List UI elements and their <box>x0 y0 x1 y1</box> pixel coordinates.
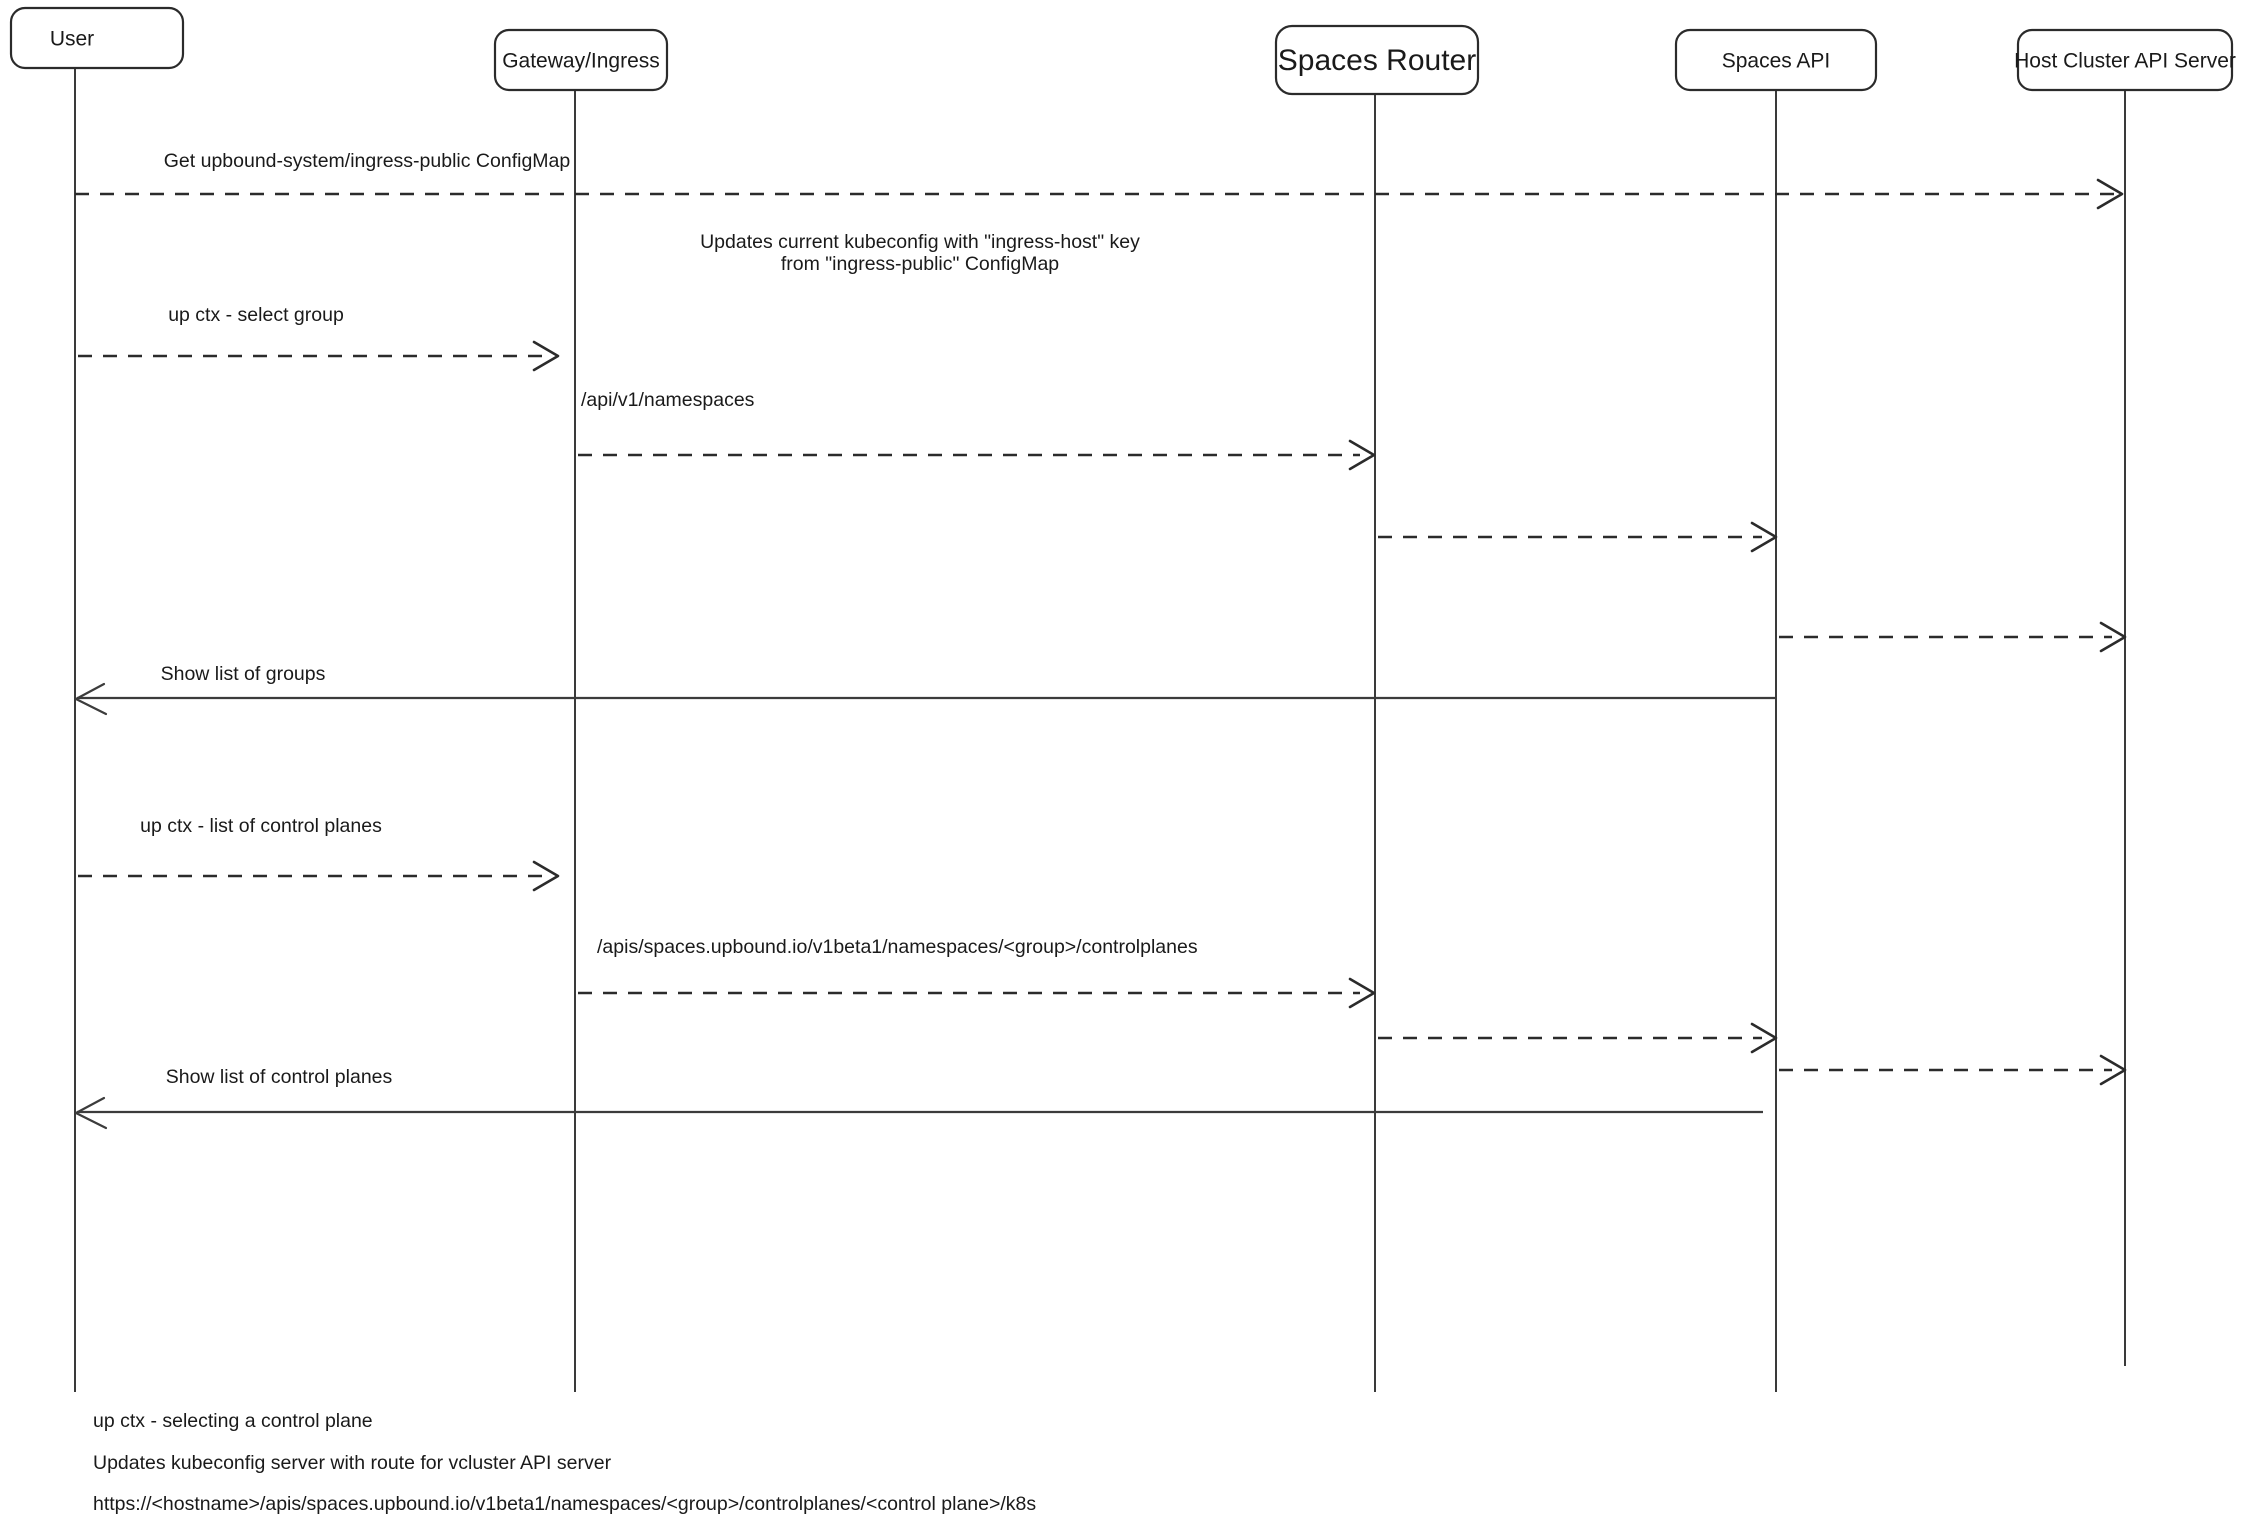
arrowhead-right-icon <box>1348 439 1376 471</box>
message-router-to-spaces-api-2[interactable] <box>1378 1022 1778 1054</box>
note-up-ctx-selecting-control-plane: up ctx - selecting a control plane <box>93 1410 373 1432</box>
participant-label-spaces-api: Spaces API <box>1722 50 1831 73</box>
arrowhead-left-icon <box>74 682 108 716</box>
message-label-show-list-of-control-planes: Show list of control planes <box>166 1066 393 1088</box>
message-label-show-list-of-groups: Show list of groups <box>161 663 326 685</box>
participant-host-cluster[interactable]: Host Cluster API Server <box>2014 28 2236 92</box>
participant-spaces-api[interactable]: Spaces API <box>1674 28 1878 92</box>
note-updates-kubeconfig-server: Updates kubeconfig server with route for… <box>93 1452 612 1474</box>
message-label-up-ctx-select-group: up ctx - select group <box>168 304 344 326</box>
participant-box-spaces-router[interactable] <box>1274 24 1480 96</box>
arrowhead-right-icon <box>1750 521 1778 553</box>
message-up-ctx-list-control-planes[interactable]: up ctx - list of control planes <box>78 815 560 892</box>
message-up-ctx-select-group[interactable]: up ctx - select group <box>78 304 560 372</box>
message-label-up-ctx-list-control-planes: up ctx - list of control planes <box>140 815 382 837</box>
participant-label-host-cluster: Host Cluster API Server <box>2014 50 2236 73</box>
message-label-kubeconfig-update-line1: Updates current kubeconfig with "ingress… <box>700 231 1140 253</box>
message-label-api-v1-namespaces: /api/v1/namespaces <box>581 389 755 411</box>
participant-box-gateway[interactable] <box>493 28 669 92</box>
message-get-configmap[interactable]: Get upbound-system/ingress-public Config… <box>75 150 2124 210</box>
participant-box-spaces-api[interactable] <box>1674 28 1878 92</box>
participant-label-user: User <box>50 28 94 51</box>
participant-box-host-cluster[interactable] <box>2016 28 2234 92</box>
message-api-v1-namespaces[interactable]: /api/v1/namespaces <box>578 389 1376 471</box>
lifelines <box>74 68 2126 1392</box>
arrowhead-right-icon <box>532 340 560 372</box>
message-router-to-spaces-api-1[interactable] <box>1378 521 1778 553</box>
message-note-kubeconfig-update: Updates current kubeconfig with "ingress… <box>700 231 1140 275</box>
arrowhead-right-icon <box>2099 621 2127 653</box>
arrowhead-right-icon <box>2099 1054 2127 1086</box>
message-label-apis-controlplanes: /apis/spaces.upbound.io/v1beta1/namespac… <box>597 936 1198 958</box>
message-show-list-of-groups[interactable]: Show list of groups <box>74 663 1776 716</box>
message-spaces-api-to-host-1[interactable] <box>1779 621 2127 653</box>
arrowhead-right-icon <box>2096 178 2124 210</box>
participant-box-user[interactable] <box>9 6 185 70</box>
message-spaces-api-to-host-2[interactable] <box>1779 1054 2127 1086</box>
participant-gateway[interactable]: Gateway/Ingress <box>493 28 669 92</box>
note-controlplane-k8s-url: https://<hostname>/apis/spaces.upbound.i… <box>93 1493 1036 1515</box>
message-apis-controlplanes[interactable]: /apis/spaces.upbound.io/v1beta1/namespac… <box>578 936 1376 1009</box>
participant-label-gateway: Gateway/Ingress <box>502 50 660 73</box>
arrowhead-left-icon <box>74 1096 108 1130</box>
participant-label-spaces-router: Spaces Router <box>1278 44 1476 77</box>
arrowhead-right-icon <box>1348 977 1376 1009</box>
arrowhead-right-icon <box>1750 1022 1778 1054</box>
arrowhead-right-icon <box>532 860 560 892</box>
message-label-kubeconfig-update-line2: from "ingress-public" ConfigMap <box>781 253 1059 275</box>
message-label-get-configmap: Get upbound-system/ingress-public Config… <box>164 150 571 172</box>
diagram-notes: up ctx - selecting a control plane Updat… <box>93 1410 1036 1515</box>
participant-user[interactable]: User <box>9 6 185 70</box>
message-show-list-of-control-planes[interactable]: Show list of control planes <box>74 1066 1763 1130</box>
participant-spaces-router[interactable]: Spaces Router <box>1274 24 1480 96</box>
